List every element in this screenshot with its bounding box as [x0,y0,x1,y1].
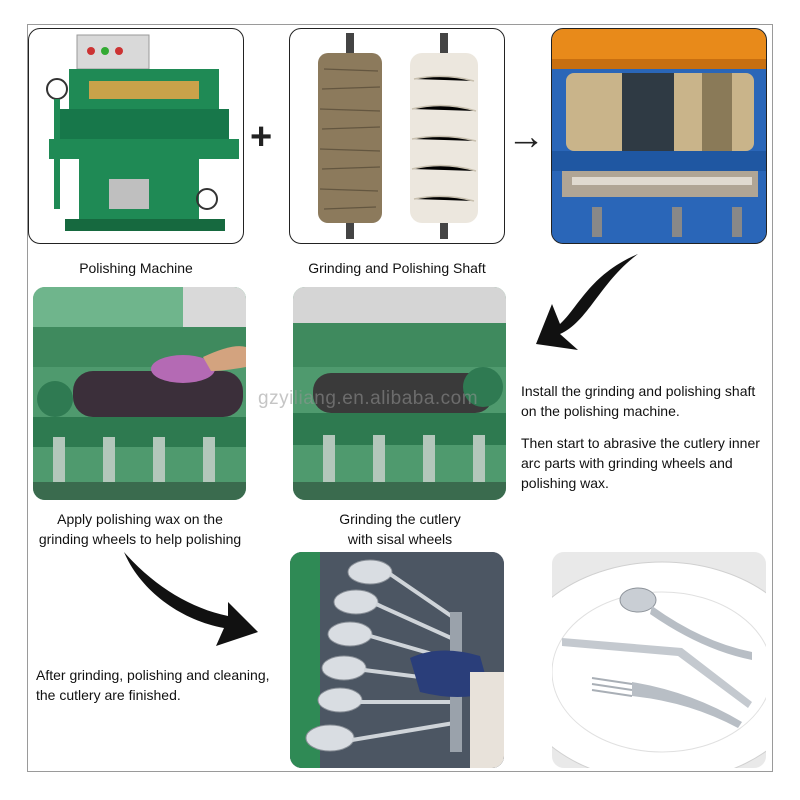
sisal-caption-line-1: Grinding the cutlery [339,511,461,527]
plus-symbol: + [250,116,273,158]
polishing-shaft-caption: Grinding and Polishing Shaft [308,260,486,276]
finished-spoons-photo [290,552,504,768]
curved-arrow-2 [124,552,258,646]
cutlery-plate-photo [552,552,766,768]
polishing-machine-photo [28,28,244,244]
apply-wax-photo [33,287,246,500]
abrasive-instruction: Then start to abrasive the cutlery inner… [521,435,760,491]
sisal-grinding-photo [293,287,506,500]
polishing-machine-caption: Polishing Machine [79,260,193,276]
polishing-shaft-photo [289,28,505,244]
apply-wax-caption-line-2: grinding wheels to help polishing [38,531,242,547]
apply-wax-caption-line-1: Apply polishing wax on the [57,511,223,527]
watermark-text: gzyiliang.en.alibaba.com [258,388,479,409]
finished-instruction: After grinding, polishing and cleaning, … [36,667,270,703]
installed-shaft-photo [551,28,767,244]
install-instruction: Install the grinding and polishing shaft… [521,383,756,419]
right-arrow-symbol: → [507,116,545,158]
curved-arrow-1 [536,254,638,350]
sisal-caption-line-2: with sisal wheels [347,531,453,547]
